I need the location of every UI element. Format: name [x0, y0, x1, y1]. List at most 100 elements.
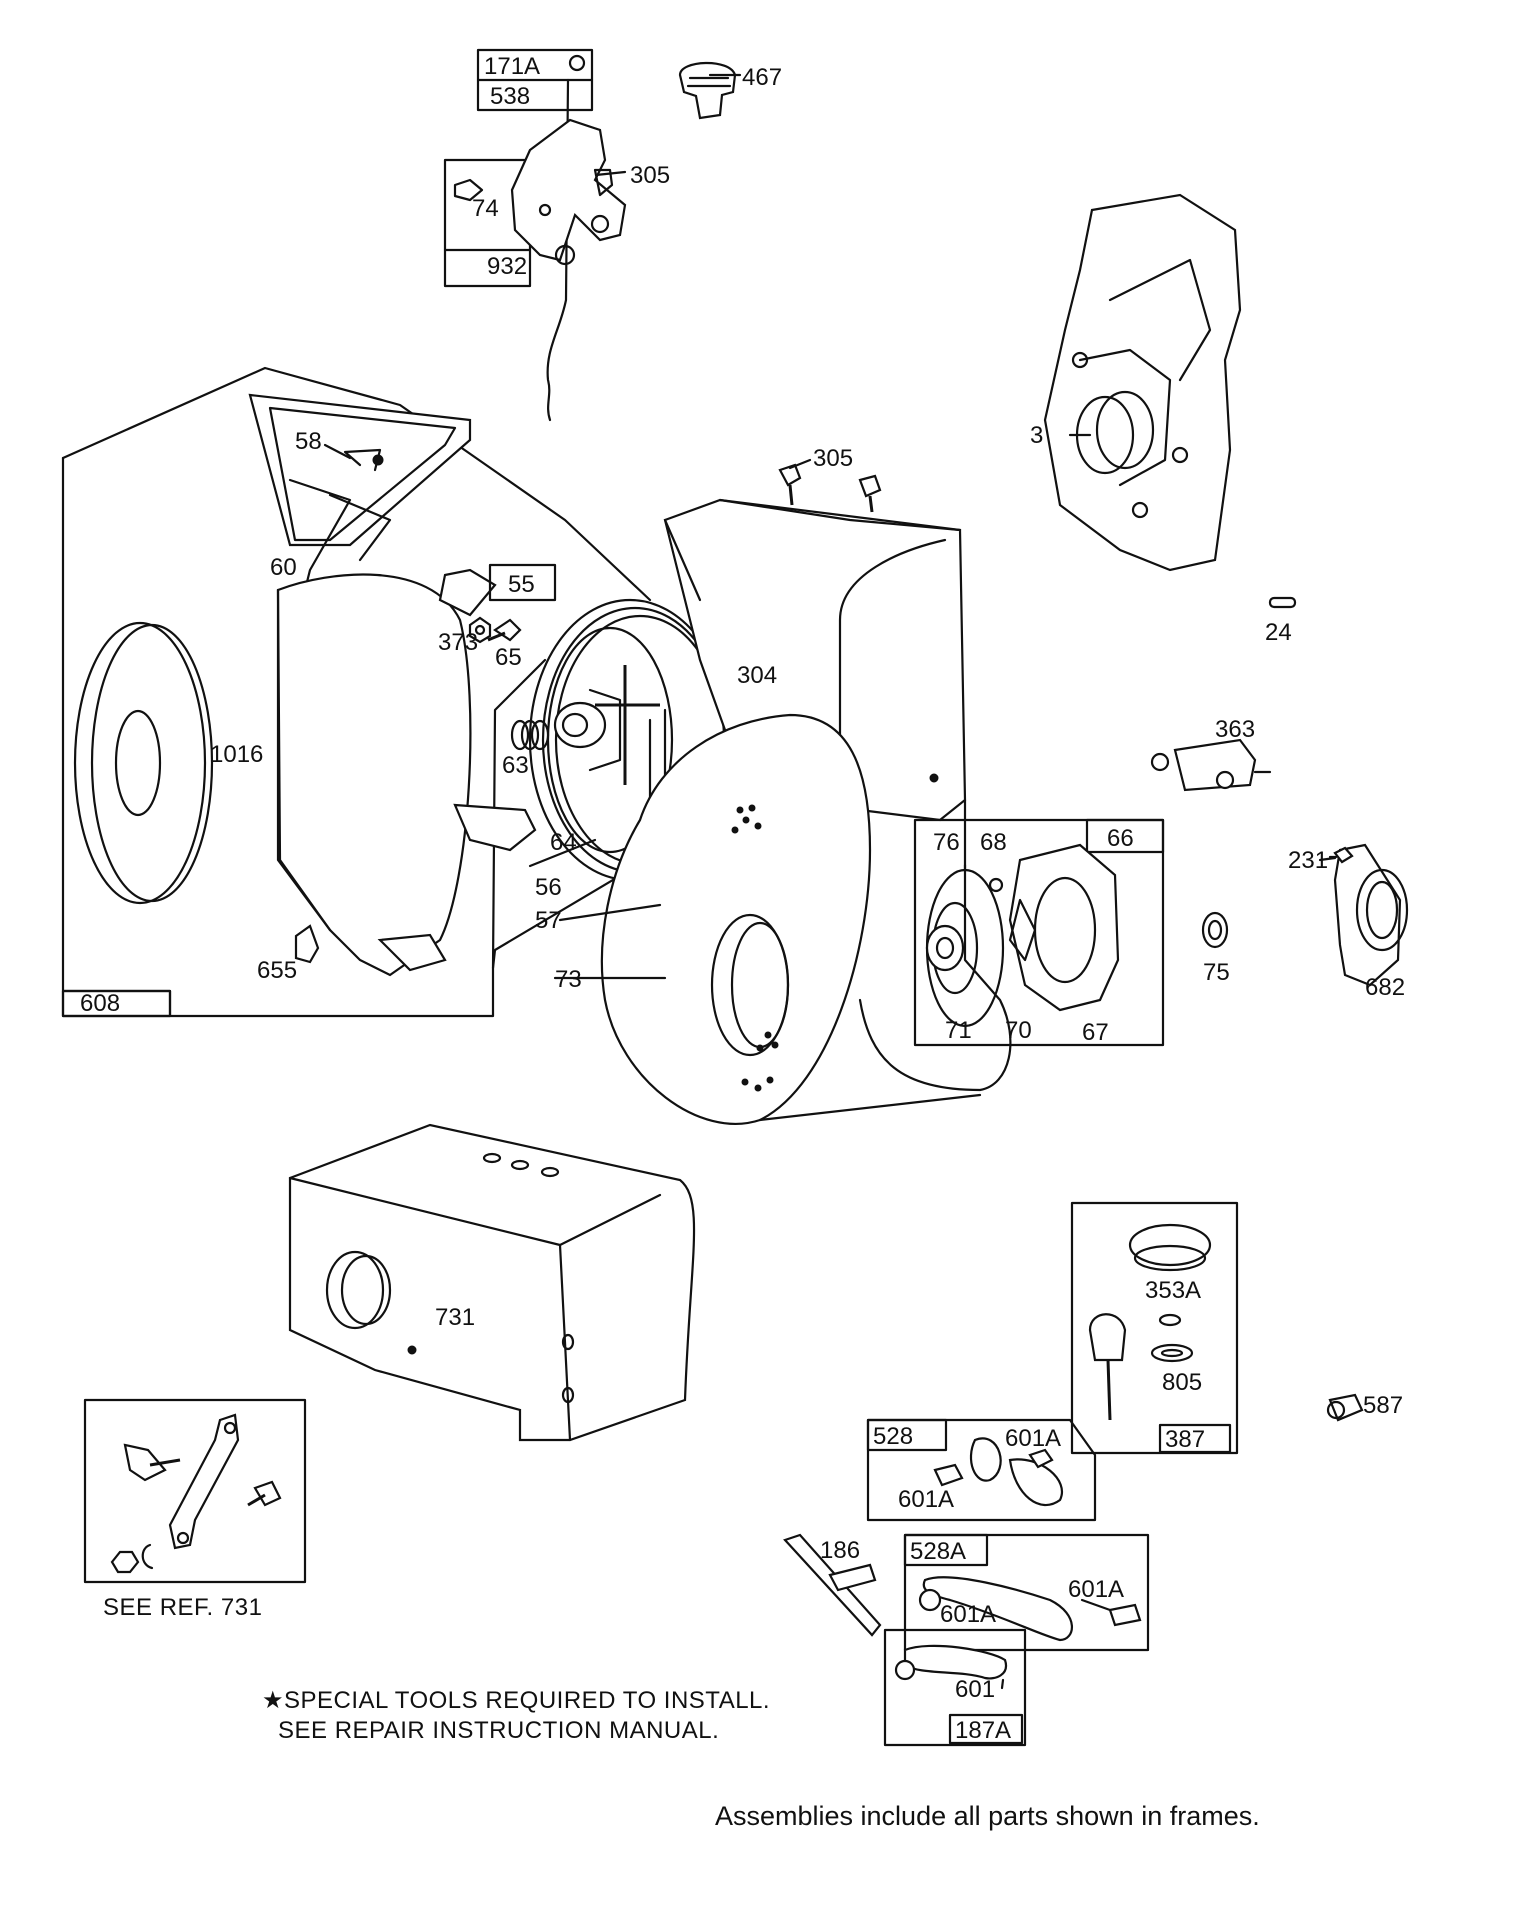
frame-66-assembly [913, 818, 1165, 1047]
special-tools-note-line2: SEE REPAIR INSTRUCTION MANUAL. [278, 1717, 719, 1744]
label-601: 601 [955, 1676, 995, 1703]
valve-icon [1088, 1313, 1127, 1362]
footer-note: Assemblies include all parts shown in fr… [715, 1801, 1260, 1831]
label-57: 57 [535, 907, 562, 934]
label-304: 304 [737, 662, 777, 689]
part-number-labels: 171A 538 467 305 74 932 58 60 55 65 373 … [80, 53, 1405, 1744]
label-71: 71 [945, 1017, 972, 1044]
label-75: 75 [1203, 959, 1230, 986]
gasket-682-icon [1333, 843, 1409, 987]
control-bracket [510, 118, 627, 262]
label-65: 65 [495, 644, 522, 671]
label-231: 231 [1288, 847, 1328, 874]
label-587: 587 [1363, 1392, 1403, 1419]
bracket-assembly [443, 48, 737, 422]
label-58: 58 [295, 428, 322, 455]
label-186: 186 [820, 1537, 860, 1564]
see-ref-note: SEE REF. 731 [103, 1594, 262, 1621]
washer-805-icon [1150, 1343, 1194, 1363]
frame-387-tab [1158, 1423, 1232, 1454]
see-ref-731-frame [83, 1398, 307, 1584]
vent-holes [731, 804, 779, 1092]
frame-55 [488, 563, 557, 602]
bolt-305-icon [593, 168, 614, 197]
label-63: 63 [502, 752, 529, 779]
label-363: 363 [1215, 716, 1255, 743]
bolt-65-nut-373 [468, 616, 522, 644]
label-528: 528 [873, 1423, 913, 1450]
label-305-mid: 305 [813, 445, 853, 472]
control-wire [546, 78, 570, 422]
label-601a-3: 601A [1068, 1576, 1124, 1603]
screw-231-icon [1328, 846, 1354, 864]
label-932: 932 [487, 253, 527, 280]
label-467: 467 [742, 64, 782, 91]
frame-528-assembly [866, 1418, 1097, 1522]
label-24: 24 [1265, 619, 1292, 646]
pin-24-icon [1268, 596, 1297, 609]
seal-75-icon [1201, 911, 1229, 949]
label-528a: 528A [910, 1538, 966, 1565]
label-608: 608 [80, 990, 120, 1017]
starter-cover [276, 573, 472, 977]
label-731: 731 [435, 1304, 475, 1331]
washer-icon [568, 54, 586, 72]
crankcase-cover-3 [1043, 193, 1242, 572]
ball-68-icon [988, 877, 1004, 893]
plate-67-icon [1008, 843, 1120, 1012]
frame-187a-assembly [883, 1628, 1027, 1747]
label-68: 68 [980, 829, 1007, 856]
label-76: 76 [933, 829, 960, 856]
notes: SEE REF. 731 ★SPECIAL TOOLS REQUIRED TO … [103, 1594, 1260, 1831]
label-601a-2: 601A [898, 1486, 954, 1513]
label-64: 64 [550, 829, 577, 856]
label-55: 55 [508, 571, 535, 598]
knob-467-icon [678, 61, 737, 120]
flywheel-screen-1016 [73, 621, 214, 905]
weight-70-icon [1008, 898, 1037, 962]
label-73: 73 [555, 966, 582, 993]
label-601a-4: 601A [940, 1601, 996, 1628]
frame-528a-assembly [903, 1533, 1150, 1652]
label-67: 67 [1082, 1019, 1109, 1046]
tab-lower-icon [453, 803, 537, 852]
special-tools-note-line1: ★SPECIAL TOOLS REQUIRED TO INSTALL. [262, 1687, 770, 1714]
label-387: 387 [1165, 1426, 1205, 1453]
clip-655-icon [294, 924, 320, 964]
rewind-starter-housing [248, 393, 557, 977]
fitting-186-icon [783, 1533, 882, 1637]
frame-528a-tab [903, 1533, 989, 1567]
label-60: 60 [270, 554, 297, 581]
clip-587-icon [1326, 1393, 1364, 1422]
label-1016: 1016 [210, 741, 263, 768]
tab-55-icon [438, 568, 497, 617]
shroud-holes [482, 1152, 575, 1404]
label-70: 70 [1005, 1017, 1032, 1044]
label-56: 56 [535, 874, 562, 901]
leader-lines [323, 73, 1337, 1690]
label-682: 682 [1365, 974, 1405, 1001]
label-373: 373 [438, 629, 478, 656]
frame-528-tab [866, 1418, 948, 1452]
label-171a: 171A [484, 53, 540, 80]
shroud-731 [288, 1123, 696, 1442]
frame-608-tab [61, 989, 172, 1018]
label-353a: 353A [1145, 1277, 1201, 1304]
label-805: 805 [1162, 1369, 1202, 1396]
frame-387-assembly [1070, 1201, 1239, 1455]
label-66: 66 [1107, 825, 1134, 852]
bolts-305-icon [778, 463, 882, 513]
engine-shroud-304 [600, 463, 1012, 1125]
terminal-363-icon [1150, 738, 1272, 792]
screw-74-icon [453, 178, 484, 202]
label-655: 655 [257, 957, 297, 984]
label-74: 74 [472, 195, 499, 222]
frame-66-tab [1085, 818, 1165, 854]
label-3: 3 [1030, 422, 1043, 449]
label-538: 538 [490, 83, 530, 110]
frame-187a-tab [948, 1713, 1024, 1745]
starter-handle [248, 393, 472, 547]
label-601a-1: 601A [1005, 1425, 1061, 1452]
